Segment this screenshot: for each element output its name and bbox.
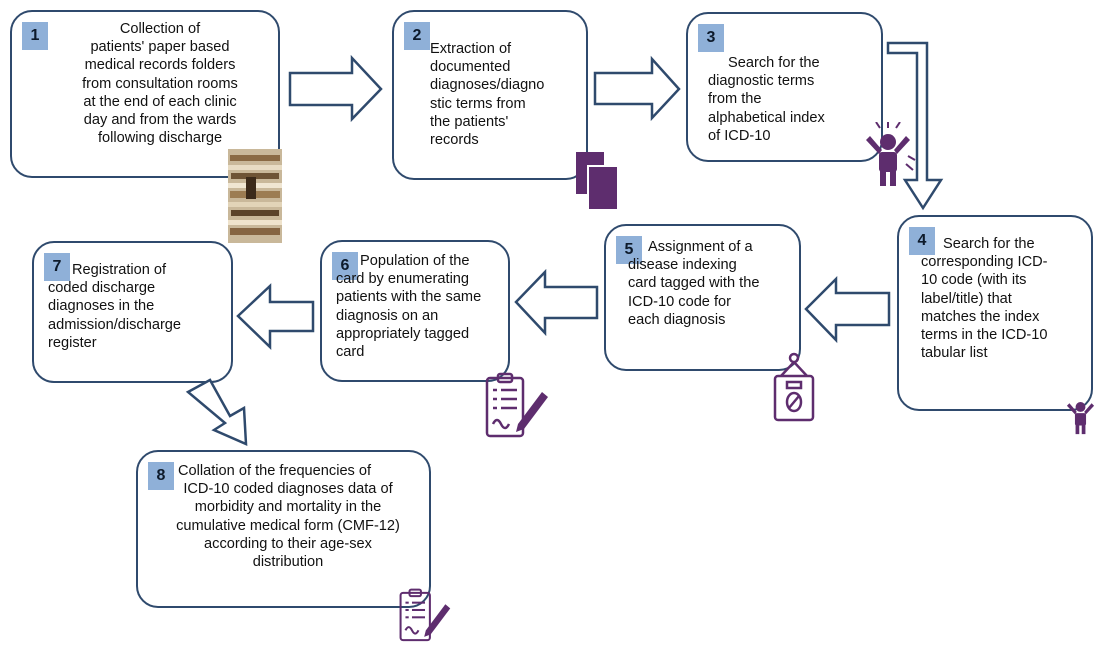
hanging-tag-icon xyxy=(773,352,815,422)
arrow-1-to-2 xyxy=(288,54,383,123)
arrow-5-to-6 xyxy=(514,268,599,337)
arrow-3-to-4 xyxy=(886,41,944,211)
step-4-number: 4 xyxy=(909,227,935,255)
step-3-number: 3 xyxy=(698,24,724,52)
step-3-box: 3 Search for the diagnostic terms from t… xyxy=(686,12,883,162)
step-4-box: 4 Search for the corresponding ICD- 10 c… xyxy=(897,215,1093,411)
step-7-number: 7 xyxy=(44,253,70,281)
checklist-pen-icon xyxy=(485,372,548,438)
step-1-number: 1 xyxy=(22,22,48,50)
step-8-number: 8 xyxy=(148,462,174,490)
arrow-7-to-8 xyxy=(185,378,248,446)
checklist-pen-icon xyxy=(399,588,451,642)
step-2-text: Extraction of documented diagnoses/diagn… xyxy=(430,41,545,149)
step-1-text: Collection of patients' paper based medi… xyxy=(82,21,238,147)
step-6-number: 6 xyxy=(332,252,358,280)
step-7-text: Registration of coded discharge diagnose… xyxy=(48,262,182,351)
step-4-text: Search for the corresponding ICD- 10 cod… xyxy=(921,236,1048,362)
step-2-box: 2 Extraction of documented diagnoses/dia… xyxy=(392,10,588,180)
step-5-box: 5 Assignment of a disease indexing card … xyxy=(604,224,801,371)
arrow-2-to-3 xyxy=(593,55,681,122)
step-6-box: 6 Population of the card by enumerating … xyxy=(320,240,510,382)
step-6-text: Population of the card by enumerating pa… xyxy=(336,253,482,361)
step-3-text: Search for the diagnostic terms from the… xyxy=(708,55,825,144)
step-5-text: Assignment of a disease indexing card ta… xyxy=(628,239,760,328)
step-8-text: Collation of the frequencies of ICD-10 c… xyxy=(176,463,400,571)
paper-stack-image xyxy=(228,149,282,243)
frustrated-person-icon xyxy=(866,122,916,186)
step-5-number: 5 xyxy=(616,236,642,264)
frustrated-person-icon xyxy=(1066,402,1095,435)
step-8-box: 8 Collation of the frequencies of ICD-10… xyxy=(136,450,431,608)
step-7-box: 7 Registration of coded discharge diagno… xyxy=(32,241,233,383)
arrow-6-to-7 xyxy=(236,283,315,350)
step-1-box: 1 Collection of patients' paper based me… xyxy=(10,10,280,178)
documents-icon xyxy=(576,152,619,211)
step-2-number: 2 xyxy=(404,22,430,50)
arrow-4-to-5 xyxy=(804,275,891,344)
